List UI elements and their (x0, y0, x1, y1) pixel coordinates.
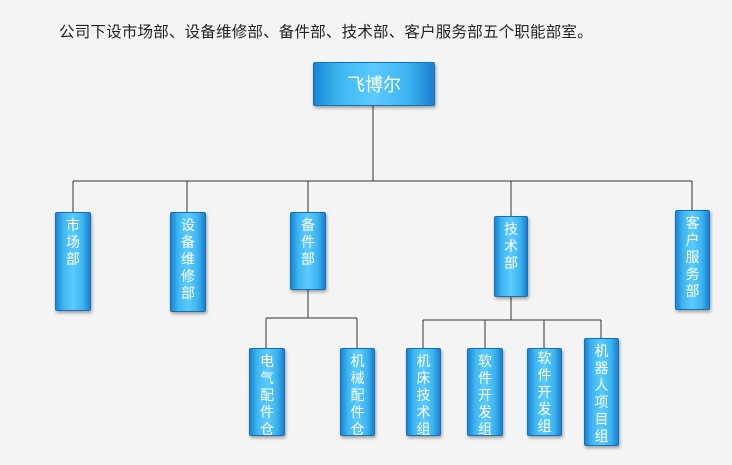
group-machine-tool-node: 机床技术组 (406, 348, 441, 438)
group-software1-label: 软件开发组 (478, 354, 492, 438)
root-label: 飞博尔 (347, 75, 401, 96)
group-software2-node: 软件开发组 (527, 348, 562, 436)
group-electrical-node: 电气配件仓 (249, 348, 285, 438)
group-machine-tool-label: 机床技术组 (416, 354, 431, 438)
intro-text: 公司下设市场部、设备维修部、备件部、技术部、客户服务部五个职能部室。 (59, 23, 593, 41)
group-mechanical-label: 机械配件仓 (350, 354, 365, 438)
dept-market-label: 市场部 (66, 218, 80, 268)
group-software1-node: 软件开发组 (467, 348, 503, 438)
dept-equipment-label: 设备维修部 (181, 218, 195, 302)
group-electrical-label: 电气配件仓 (260, 354, 274, 438)
group-mechanical-node: 机械配件仓 (340, 348, 375, 438)
root-node: 飞博尔 (313, 62, 435, 106)
dept-service-label: 客户服务部 (685, 216, 700, 300)
dept-equipment-node: 设备维修部 (170, 212, 206, 312)
dept-tech-node: 技术部 (494, 216, 528, 297)
dept-parts-node: 备件部 (290, 212, 326, 290)
group-software2-label: 软件开发组 (537, 351, 552, 435)
group-robot-node: 机器人项目组 (584, 338, 619, 446)
dept-parts-label: 备件部 (301, 218, 315, 268)
dept-service-node: 客户服务部 (675, 210, 710, 310)
group-robot-label: 机器人项目组 (594, 344, 609, 445)
dept-market-node: 市场部 (55, 212, 91, 311)
dept-tech-label: 技术部 (504, 222, 518, 272)
